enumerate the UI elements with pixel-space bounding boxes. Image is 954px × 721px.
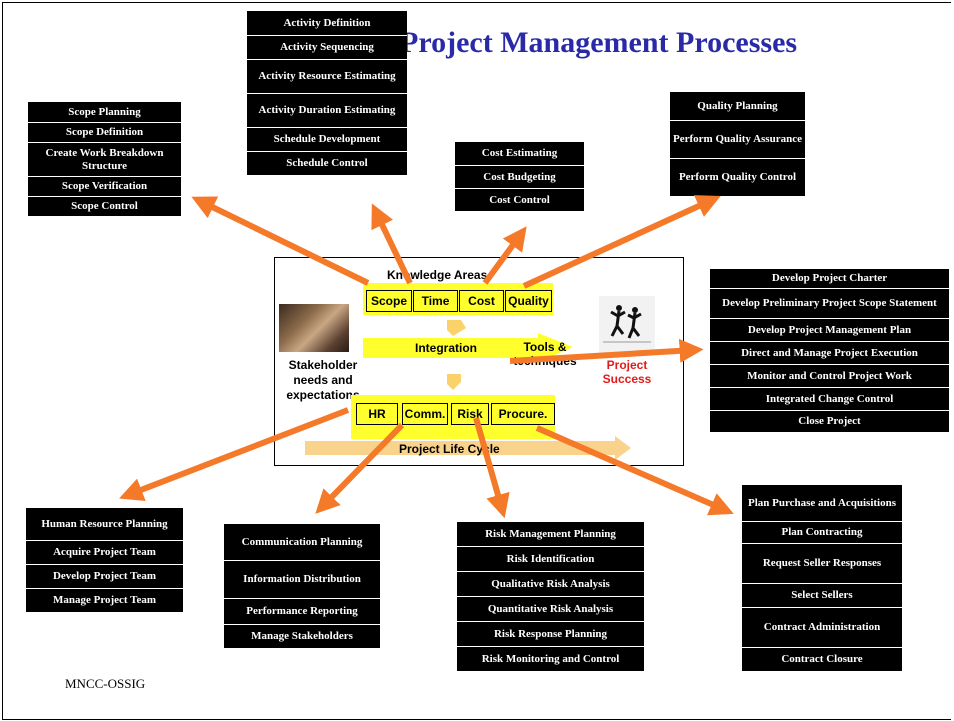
time-process-5: Schedule Development — [247, 127, 407, 151]
scope-process-4: Scope Verification — [28, 176, 181, 196]
knowledge-areas-label: Knowledge Areas — [387, 268, 488, 282]
hr-process-2: Acquire Project Team — [26, 540, 183, 564]
quality-process-2: Perform Quality Assurance — [670, 120, 805, 158]
communication-process-4: Manage Stakeholders — [224, 624, 380, 648]
procure-area: Procure. — [491, 403, 555, 425]
scope-process-3: Create Work Breakdown Structure — [28, 142, 181, 176]
time-area: Time — [413, 290, 458, 312]
risk-process-1: Risk Management Planning — [485, 527, 616, 540]
arrow-to-communication — [315, 422, 405, 514]
risk-process-6: Risk Monitoring and Control — [457, 646, 644, 671]
integration-process-4: Direct and Manage Project Execution — [710, 341, 949, 364]
integration-process-7: Close Project — [710, 410, 949, 432]
hr-area: HR — [356, 403, 398, 425]
integration-process-2: Develop Preliminary Project Scope Statem… — [710, 288, 949, 318]
time-process-2: Activity Sequencing — [247, 35, 407, 59]
cost-process-3: Cost Control — [455, 188, 584, 211]
arrow-to-quality — [522, 195, 721, 289]
arrow-to-time — [371, 203, 413, 285]
scope-process-5: Scope Control — [28, 196, 181, 216]
diamond-arrow-bottom — [447, 374, 461, 390]
diamond-arrow-top — [447, 320, 466, 336]
communication-process-2: Information Distribution — [224, 560, 380, 598]
risk-process-5: Risk Response Planning — [457, 621, 644, 646]
integration-process-1: Develop Project Charter — [771, 272, 888, 284]
arrow-to-integration — [509, 338, 704, 364]
procurement-process-6: Contract Closure — [742, 647, 902, 671]
success-photo — [599, 296, 655, 354]
arrow-to-risk — [473, 417, 510, 519]
stakeholder-needs-label: Stakeholder needs and expectations — [286, 358, 360, 402]
scope-process-1: Scope Planning — [68, 105, 141, 118]
procurement-process-5: Contract Administration — [742, 607, 902, 647]
procurement-process-2: Plan Contracting — [742, 521, 902, 543]
life-cycle-label: Project Life Cycle — [399, 442, 500, 456]
slide-title: Project Management Processes — [400, 26, 798, 59]
hr-process-1: Human Resource Planning — [41, 517, 168, 530]
time-process-3: Activity Resource Estimating — [247, 59, 407, 93]
runners-icon — [603, 305, 651, 343]
procurement-process-1: Plan Purchase and Acquisitions — [747, 496, 897, 509]
cost-area: Cost — [459, 290, 504, 312]
cost-process-2: Cost Budgeting — [455, 165, 584, 188]
cost-process-1: Cost Estimating — [481, 147, 558, 159]
time-process-1: Activity Definition — [283, 16, 371, 29]
time-process-6: Schedule Control — [247, 151, 407, 175]
arrow-to-scope — [191, 196, 370, 286]
communication-process-3: Performance Reporting — [224, 598, 380, 624]
footer-label: MNCC-OSSIG — [65, 676, 146, 691]
quality-area: Quality — [505, 290, 552, 312]
risk-process-4: Quantitative Risk Analysis — [457, 596, 644, 621]
scope-process-2: Scope Definition — [28, 122, 181, 142]
procurement-process-4: Select Sellers — [742, 583, 902, 607]
quality-process-3: Perform Quality Control — [670, 158, 805, 196]
risk-process-3: Qualitative Risk Analysis — [457, 571, 644, 596]
hr-process-3: Develop Project Team — [26, 564, 183, 588]
hr-process-4: Manage Project Team — [26, 588, 183, 612]
comm-area: Comm. — [402, 403, 448, 425]
procurement-process-3: Request Seller Responses — [742, 543, 902, 583]
risk-process-2: Risk Identification — [457, 546, 644, 571]
stakeholder-photo — [279, 304, 349, 352]
integration-process-3: Develop Project Management Plan — [710, 318, 949, 341]
integration-label: Integration — [415, 341, 477, 355]
time-process-4: Activity Duration Estimating — [247, 93, 407, 127]
communication-process-1: Communication Planning — [241, 535, 363, 548]
arrow-to-cost — [482, 226, 527, 285]
quality-process-1: Quality Planning — [697, 99, 778, 112]
integration-process-6: Integrated Change Control — [710, 387, 949, 410]
project-success-label: Project Success — [602, 358, 652, 386]
integration-process-5: Monitor and Control Project Work — [710, 364, 949, 387]
scope-area: Scope — [366, 290, 412, 312]
arrow-to-hr — [119, 407, 350, 502]
arrow-to-procurement — [535, 425, 734, 516]
